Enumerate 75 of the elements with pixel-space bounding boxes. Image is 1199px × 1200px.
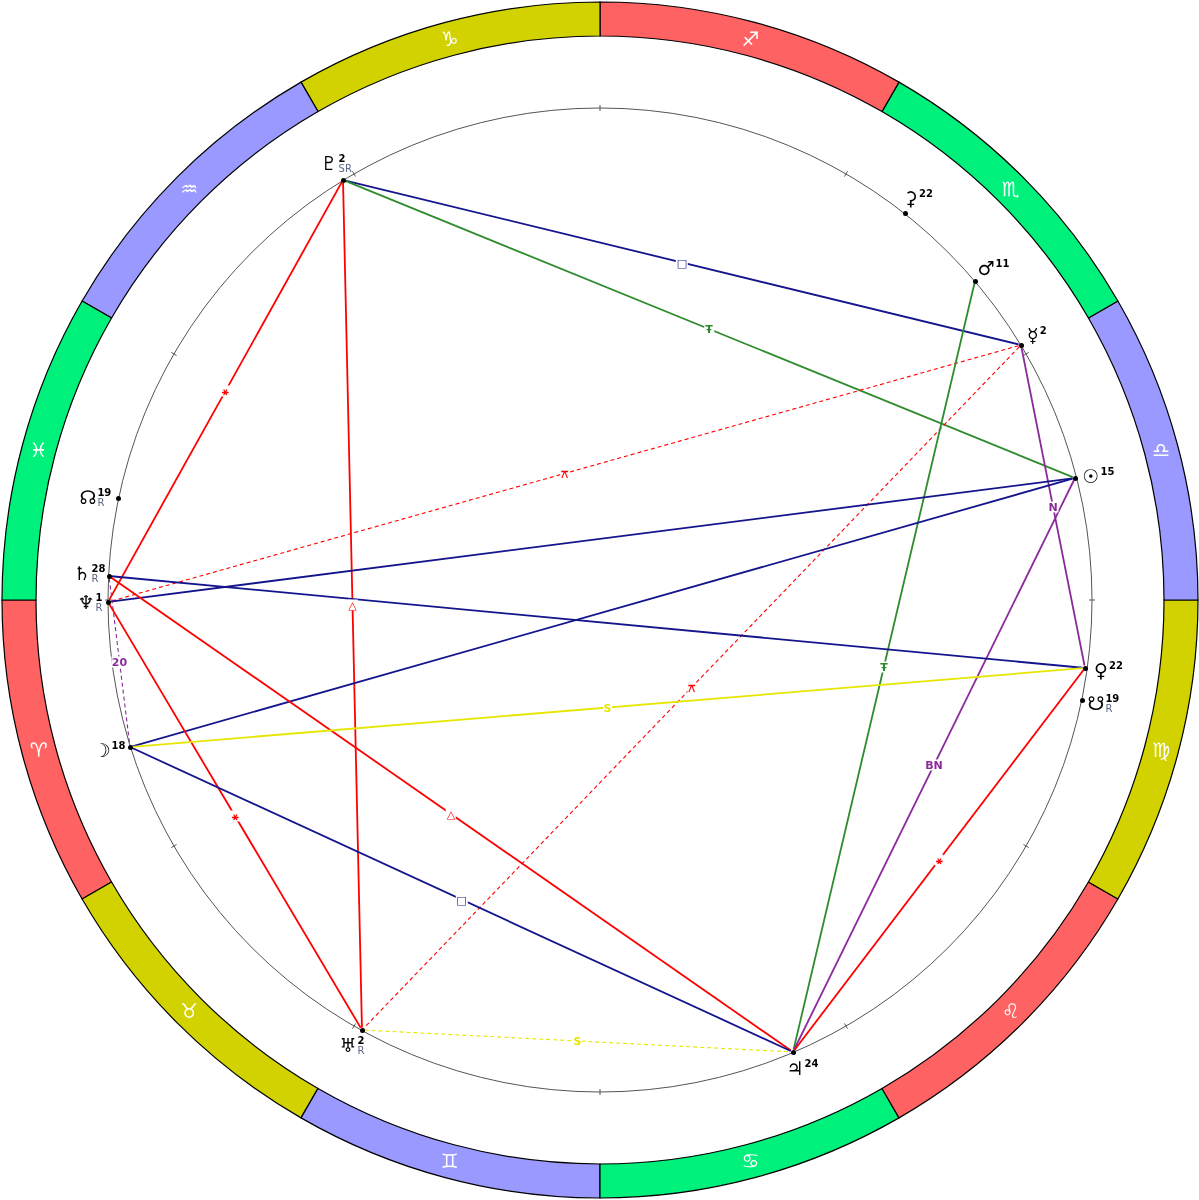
- planet-glyph: ♄: [73, 563, 91, 583]
- sign-glyph: ♋: [741, 1151, 760, 1172]
- retrograde-label: R: [357, 1045, 365, 1056]
- edge-label: ⚻: [687, 682, 696, 693]
- degree-label: 2: [357, 1035, 365, 1046]
- edge-label: ⚹: [230, 810, 240, 822]
- planet-glyph: ♇: [320, 153, 338, 173]
- aspect-line: [793, 479, 1075, 1051]
- edge-label: N: [1047, 501, 1059, 512]
- degree-label: 22: [918, 188, 933, 199]
- planet-glyph: ♂: [977, 258, 995, 278]
- sign-glyph: ♓: [29, 439, 48, 460]
- edge-label: S: [602, 702, 613, 713]
- edge-label: □: [455, 894, 468, 905]
- degree-label: 18: [111, 740, 126, 751]
- degree-label: 24: [804, 1058, 819, 1069]
- sign-glyph: ♑: [440, 28, 459, 49]
- sign-glyph: ♈: [29, 740, 48, 761]
- aspect-line: [131, 477, 1074, 748]
- aspect-line: [1020, 346, 1086, 667]
- sign-glyph: ♒: [180, 179, 199, 200]
- edge-label: Ŧ: [879, 661, 889, 672]
- retrograde-label: R: [1105, 703, 1114, 714]
- edge-label: ⚹: [221, 385, 230, 397]
- degree-label: 15: [1100, 466, 1115, 477]
- planet-glyph: ☊: [79, 487, 97, 507]
- aspect-line: [342, 181, 363, 1029]
- degree-label: 2: [1039, 325, 1047, 336]
- aspect-line: [131, 747, 792, 1052]
- planet-glyph: ☉: [1082, 466, 1100, 486]
- sign-glyph: ♌: [1001, 1000, 1020, 1021]
- degree-label: 19: [1105, 693, 1120, 704]
- aspect-line: [344, 179, 1020, 346]
- planet-glyph: ♃: [786, 1058, 804, 1078]
- edge-label: Ŧ: [704, 323, 714, 335]
- retrograde-label: R: [95, 602, 103, 613]
- retrograde-label: R: [91, 573, 100, 584]
- edge-label: ⚻: [560, 468, 569, 479]
- aspect-line: [108, 603, 362, 1029]
- edge-label: △: [445, 808, 457, 820]
- edge-label: 20: [110, 656, 129, 667]
- sign-glyph: ♉: [180, 1000, 199, 1021]
- aspect-line: [131, 667, 1084, 748]
- sign-glyph: ♏: [1001, 179, 1020, 200]
- planet-glyph: ♅: [339, 1035, 357, 1055]
- degree-label: 19: [97, 487, 112, 498]
- aspect-line: [110, 575, 1084, 669]
- aspect-line: [344, 180, 1074, 478]
- aspect-line: [363, 346, 1020, 1029]
- degree-label: 22: [1108, 660, 1123, 671]
- degree-label: 28: [91, 563, 106, 574]
- retrograde-label: R: [97, 497, 106, 508]
- planet-glyph: ☿: [1027, 325, 1039, 345]
- planet-glyph: ♀: [1094, 660, 1108, 680]
- planet-glyph: ☽: [93, 740, 111, 760]
- sign-glyph: ♎: [1152, 439, 1171, 460]
- planet-glyph: ⚳: [904, 188, 918, 208]
- edge-label: S: [572, 1035, 583, 1047]
- sign-glyph: ♊: [440, 1151, 459, 1172]
- aspect-line: [792, 282, 976, 1051]
- degree-label: 2: [338, 153, 347, 164]
- planet-glyph: ☋: [1087, 693, 1105, 713]
- planet-glyph: ♆: [77, 592, 95, 612]
- edge-label: ⚹: [934, 854, 944, 866]
- edge-label: △: [347, 599, 358, 611]
- aspect-line: [110, 576, 792, 1052]
- aspect-line: [793, 669, 1085, 1051]
- degree-label: 11: [995, 258, 1010, 269]
- sign-glyph: ♐: [741, 28, 760, 49]
- edge-label: □: [675, 257, 689, 268]
- aspect-line: [108, 181, 343, 601]
- degree-label: 1: [95, 592, 103, 603]
- edge-label: BN: [924, 759, 944, 771]
- retrograde-label: SR: [338, 163, 352, 174]
- sign-glyph: ♍: [1152, 740, 1171, 761]
